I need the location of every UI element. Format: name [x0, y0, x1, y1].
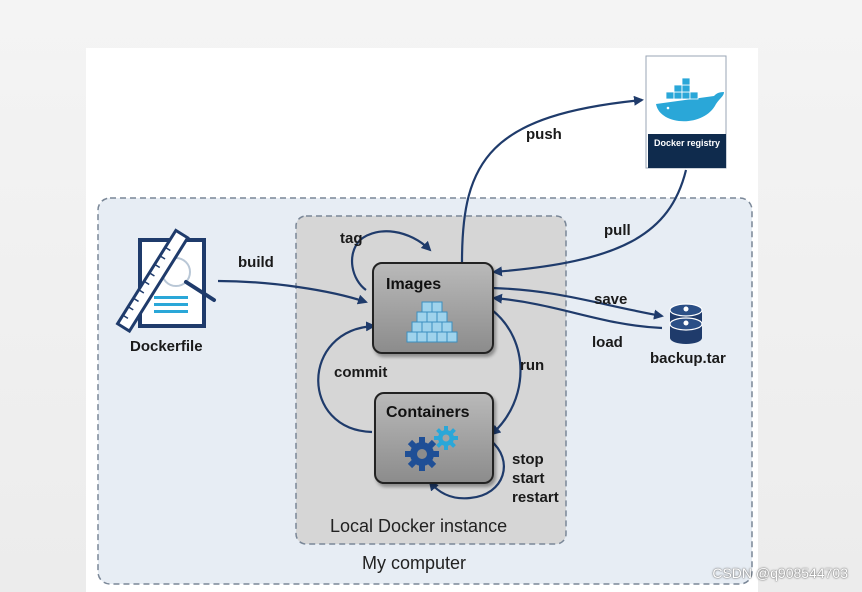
- watermark-text: CSDN @q908544703: [712, 565, 848, 581]
- build-label: build: [238, 254, 274, 271]
- commit-arrow: [317, 321, 376, 434]
- commit-label: commit: [334, 364, 388, 381]
- run-label: run: [520, 357, 545, 374]
- dockerfile-label: Dockerfile: [130, 338, 203, 355]
- stop-label: stop: [512, 451, 544, 468]
- containers-node: Containers: [374, 392, 494, 484]
- images-label: Images: [386, 276, 442, 293]
- docker-registry-node: [645, 55, 727, 169]
- tag-arrow: [350, 230, 432, 291]
- database-icon: [669, 303, 703, 344]
- load-arrow: [492, 293, 663, 330]
- save-arrow: [491, 286, 664, 320]
- docker-registry-label: Docker registry: [653, 138, 721, 148]
- load-label: load: [592, 334, 623, 351]
- restart-label: restart: [512, 489, 559, 506]
- my-computer-title: My computer: [362, 553, 467, 573]
- dockerfile-icon: [115, 228, 216, 334]
- push-arrow: [460, 95, 644, 263]
- images-node: Images: [372, 262, 494, 354]
- backup-tar-label: backup.tar: [650, 350, 726, 367]
- pull-arrow: [492, 169, 688, 277]
- run-arrow: [490, 309, 522, 436]
- push-label: push: [526, 126, 562, 143]
- stack-icon: [406, 301, 458, 343]
- start-label: start: [512, 470, 545, 487]
- docker-whale-icon: [656, 77, 724, 122]
- containers-label: Containers: [386, 404, 470, 421]
- save-label: save: [594, 291, 628, 308]
- lifecycle-arrow: [428, 439, 505, 500]
- build-arrow: [217, 279, 368, 305]
- tag-label: tag: [340, 230, 363, 247]
- pull-label: pull: [604, 222, 631, 239]
- local-docker-instance-title: Local Docker instance: [330, 516, 508, 536]
- gears-icon: [405, 426, 458, 471]
